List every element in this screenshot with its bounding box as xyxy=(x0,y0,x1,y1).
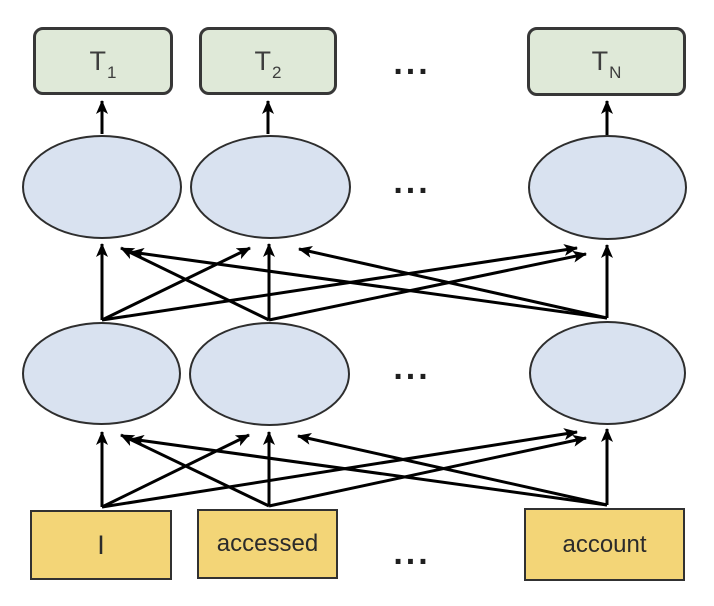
input-token-label: I xyxy=(97,529,105,560)
output-node-label: TN xyxy=(591,46,622,82)
ellipsis-inputs: ... xyxy=(393,534,431,572)
ellipsis-hidden-top: ... xyxy=(393,163,431,201)
output-node-label: T1 xyxy=(89,45,117,82)
arrow-line xyxy=(130,434,608,507)
hidden-node-bottom-2 xyxy=(189,322,350,426)
arrow-line xyxy=(120,433,270,508)
input-token-account: account xyxy=(524,508,685,581)
arrow-line xyxy=(101,428,578,509)
hidden-node-bottom-n xyxy=(529,321,686,425)
input-token-i: I xyxy=(30,510,172,580)
arrow-line xyxy=(268,434,587,508)
output-node-t2: T2 xyxy=(199,27,337,95)
arrow-line xyxy=(297,432,608,507)
hidden-node-top-n xyxy=(528,135,687,240)
input-token-accessed: accessed xyxy=(197,509,338,579)
arrow-line xyxy=(120,246,270,322)
arrow-line xyxy=(101,433,250,509)
input-token-label: account xyxy=(562,530,647,558)
hidden-node-bottom-1 xyxy=(22,322,181,425)
hidden-node-top-2 xyxy=(190,135,351,239)
ellipsis-outputs: ... xyxy=(393,44,431,82)
output-node-tn: TN xyxy=(527,27,686,96)
arrow-line xyxy=(101,244,578,322)
arrow-line xyxy=(101,246,251,322)
output-node-t1: T1 xyxy=(33,27,173,95)
hidden-node-top-1 xyxy=(22,135,182,239)
arrow-line xyxy=(268,250,587,322)
ellipsis-hidden-bottom: ... xyxy=(393,349,431,387)
arrow-line xyxy=(298,245,608,320)
output-node-label: T2 xyxy=(254,45,282,82)
arrow-line xyxy=(130,247,608,320)
input-token-label: accessed xyxy=(216,530,319,557)
